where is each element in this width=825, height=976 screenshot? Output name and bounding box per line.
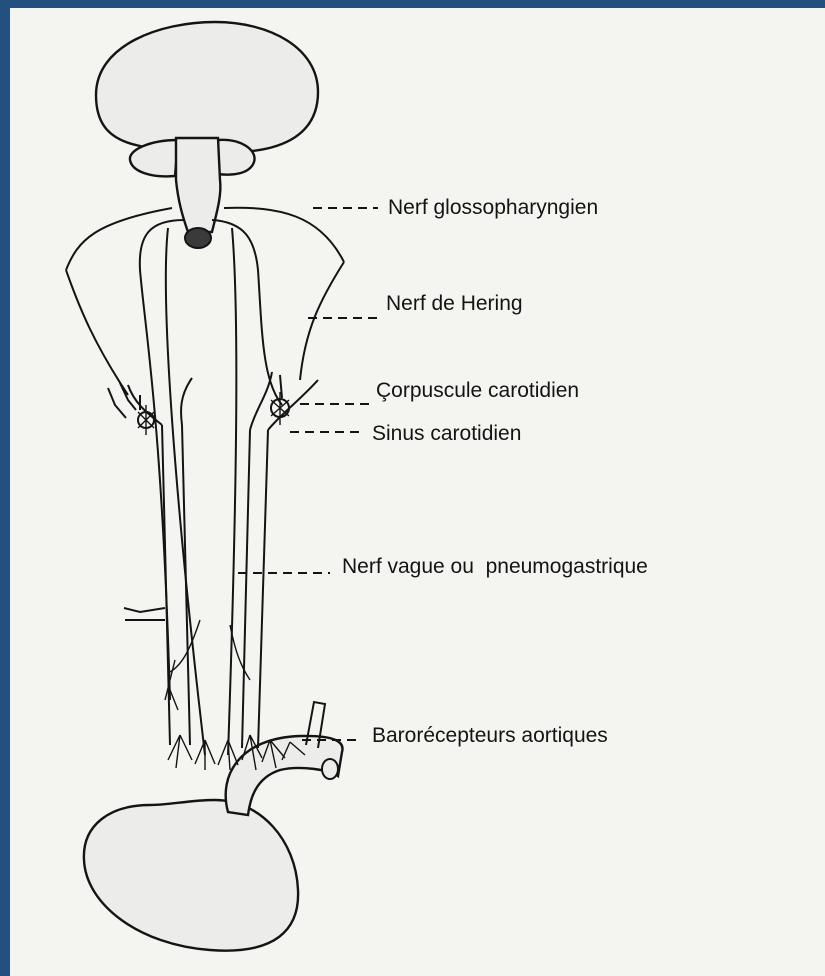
heart xyxy=(84,800,298,951)
label-hering: Nerf de Hering xyxy=(386,292,523,315)
aorta-opening xyxy=(322,759,338,779)
brainstem xyxy=(176,138,220,232)
hering-nerve-left xyxy=(66,270,128,395)
right-carotid-artery xyxy=(242,372,318,748)
left-carotid-artery xyxy=(128,378,192,745)
label-baro: Barorécepteurs aortiques xyxy=(372,724,608,747)
brainstem-section xyxy=(185,228,211,248)
vagus-crossing xyxy=(170,620,250,680)
label-glossopharyngien: Nerf glossopharyngien xyxy=(388,196,598,219)
left-carotid-ext xyxy=(108,383,136,418)
hering-nerve-right xyxy=(212,220,344,405)
vagus-nerve-right xyxy=(228,228,236,755)
label-vague: Nerf vague ou pneumogastrique xyxy=(342,555,648,578)
right-carotid-sinus xyxy=(271,392,289,425)
label-corpuscule: Çorpuscule carotidien xyxy=(376,379,579,402)
brain xyxy=(96,22,318,152)
label-sinus: Sinus carotidien xyxy=(372,422,521,445)
left-carotid-branch xyxy=(124,608,165,620)
vagus-nerve-left xyxy=(166,228,205,755)
